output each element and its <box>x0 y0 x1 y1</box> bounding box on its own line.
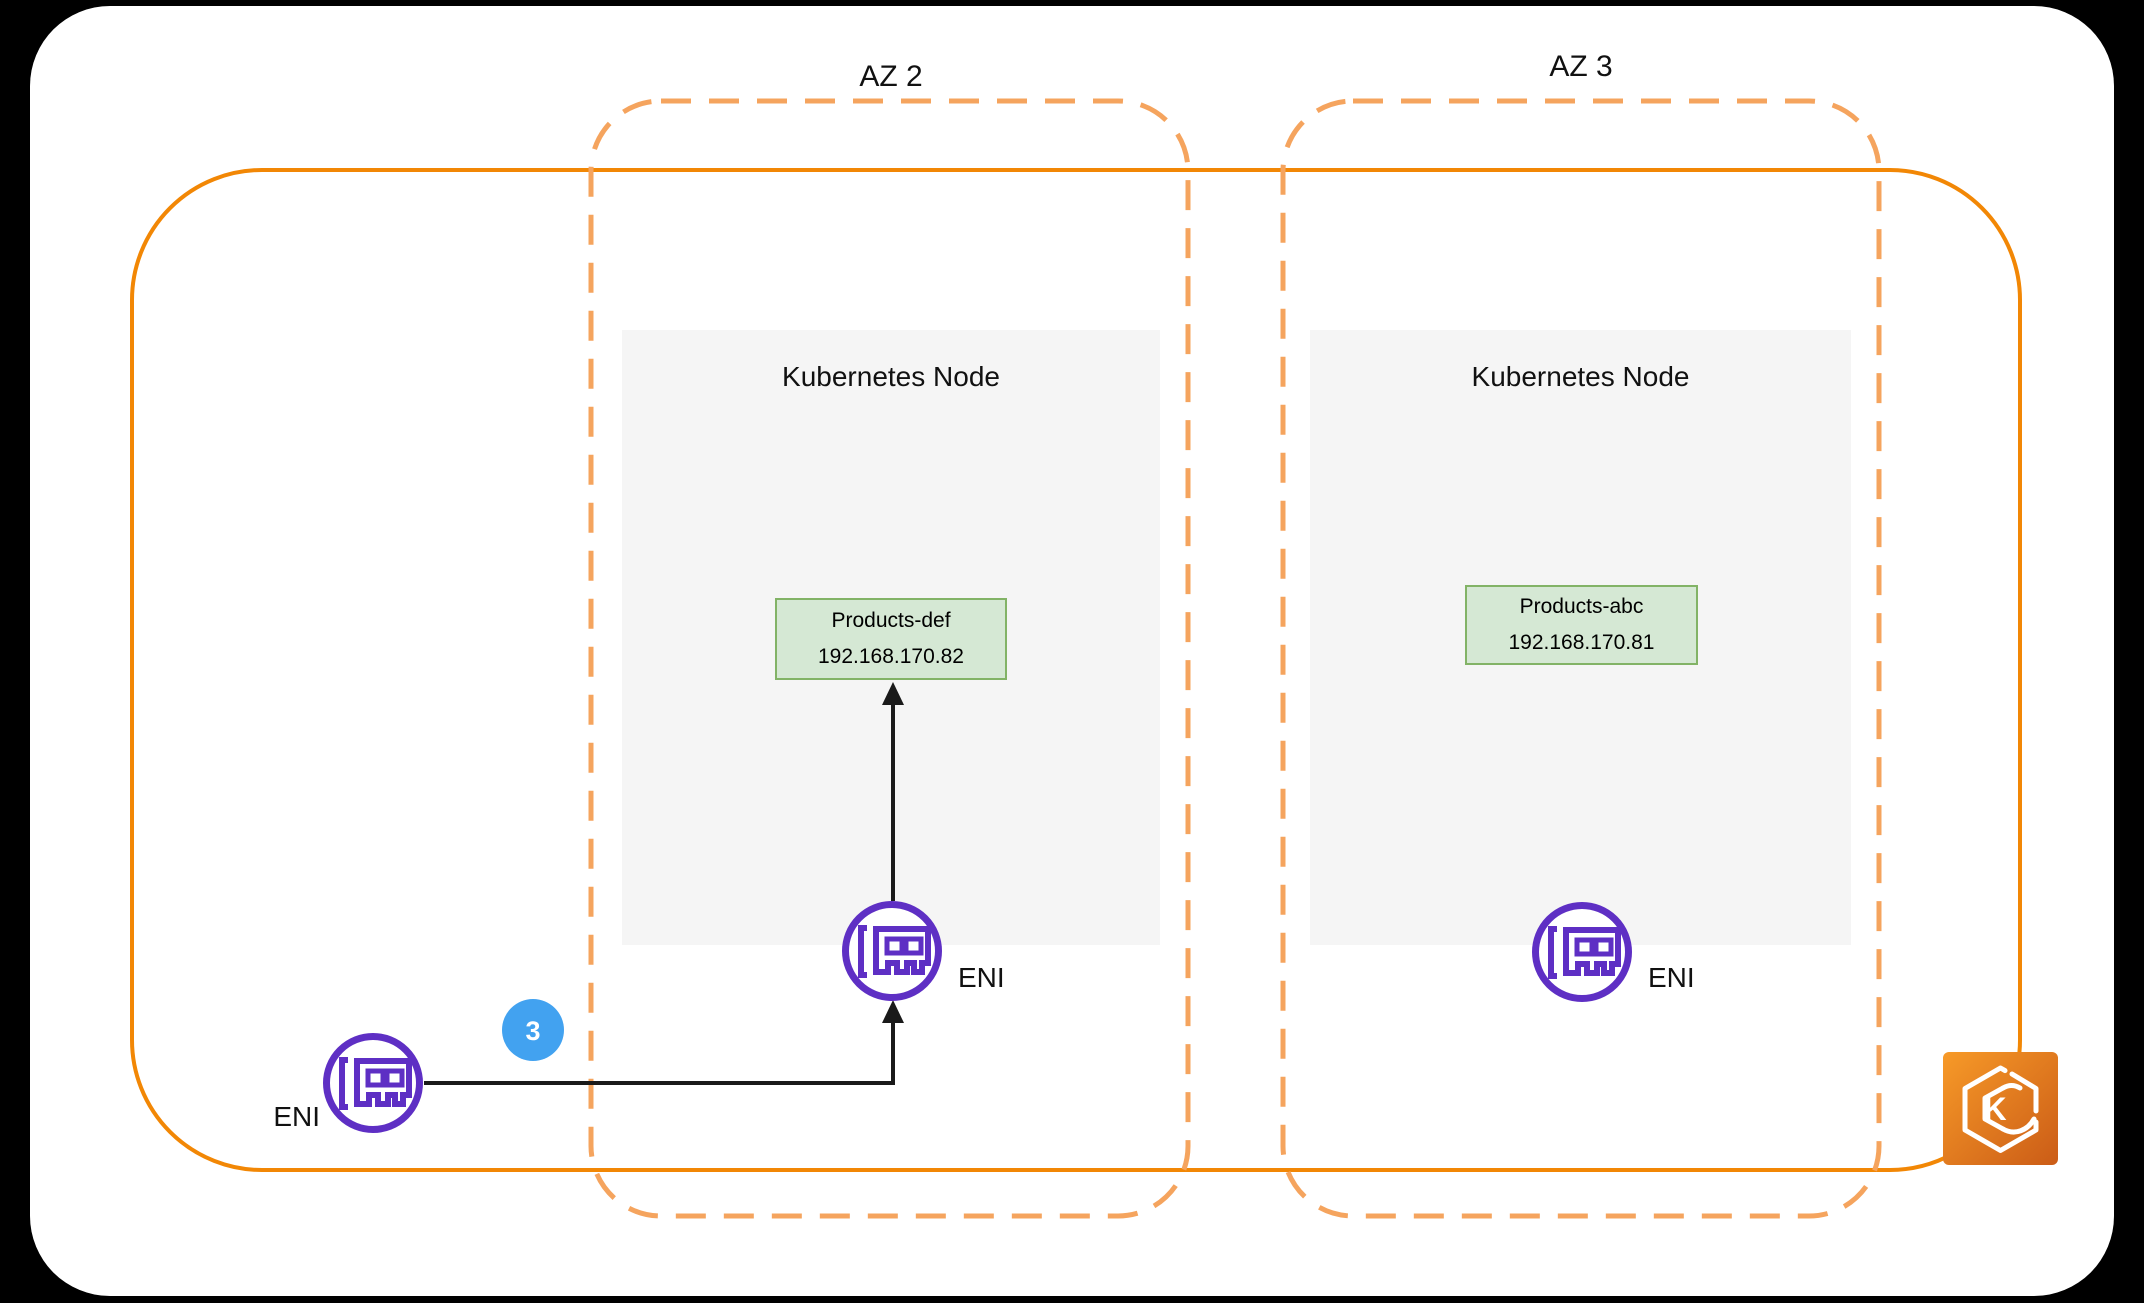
eks-icon-letter: K <box>1983 1091 2006 1127</box>
step-badge-value: 3 <box>525 1016 540 1046</box>
eks-icon: K <box>1943 1052 2058 1165</box>
az2-label: AZ 2 <box>859 60 923 93</box>
k8s-node-2-title: Kubernetes Node <box>1471 361 1690 392</box>
eni-icon-1 <box>323 1033 423 1133</box>
eni-icon-2 <box>842 901 942 1001</box>
az3-label: AZ 3 <box>1549 50 1613 83</box>
pod-box-1: Products-def 192.168.170.82 <box>775 598 1007 680</box>
arrow-eni2-to-pod <box>882 682 904 901</box>
vpc-boundary <box>130 168 2022 1172</box>
eni-label-3: ENI <box>1648 962 1695 993</box>
arrowhead-up-icon <box>882 682 904 705</box>
eni-icon-3 <box>1532 902 1632 1002</box>
pod-name-1: Products-def <box>831 609 951 633</box>
arrowhead-up-icon <box>882 1000 904 1023</box>
step-badge-3: 3 <box>502 999 564 1061</box>
eni-label-2: ENI <box>958 962 1005 993</box>
eni-label-1: ENI <box>273 1101 320 1132</box>
arrow-eni1-to-eni2 <box>424 1000 904 1085</box>
pod-ip-2: 192.168.170.81 <box>1508 631 1655 654</box>
pod-ip-1: 192.168.170.82 <box>818 645 964 668</box>
az3-zone <box>1280 98 1882 1219</box>
az2-zone <box>588 98 1191 1219</box>
pod-box-2: Products-abc 192.168.170.81 <box>1465 585 1698 665</box>
k8s-node-1-title: Kubernetes Node <box>782 361 1000 392</box>
pod-name-2: Products-abc <box>1519 595 1644 619</box>
